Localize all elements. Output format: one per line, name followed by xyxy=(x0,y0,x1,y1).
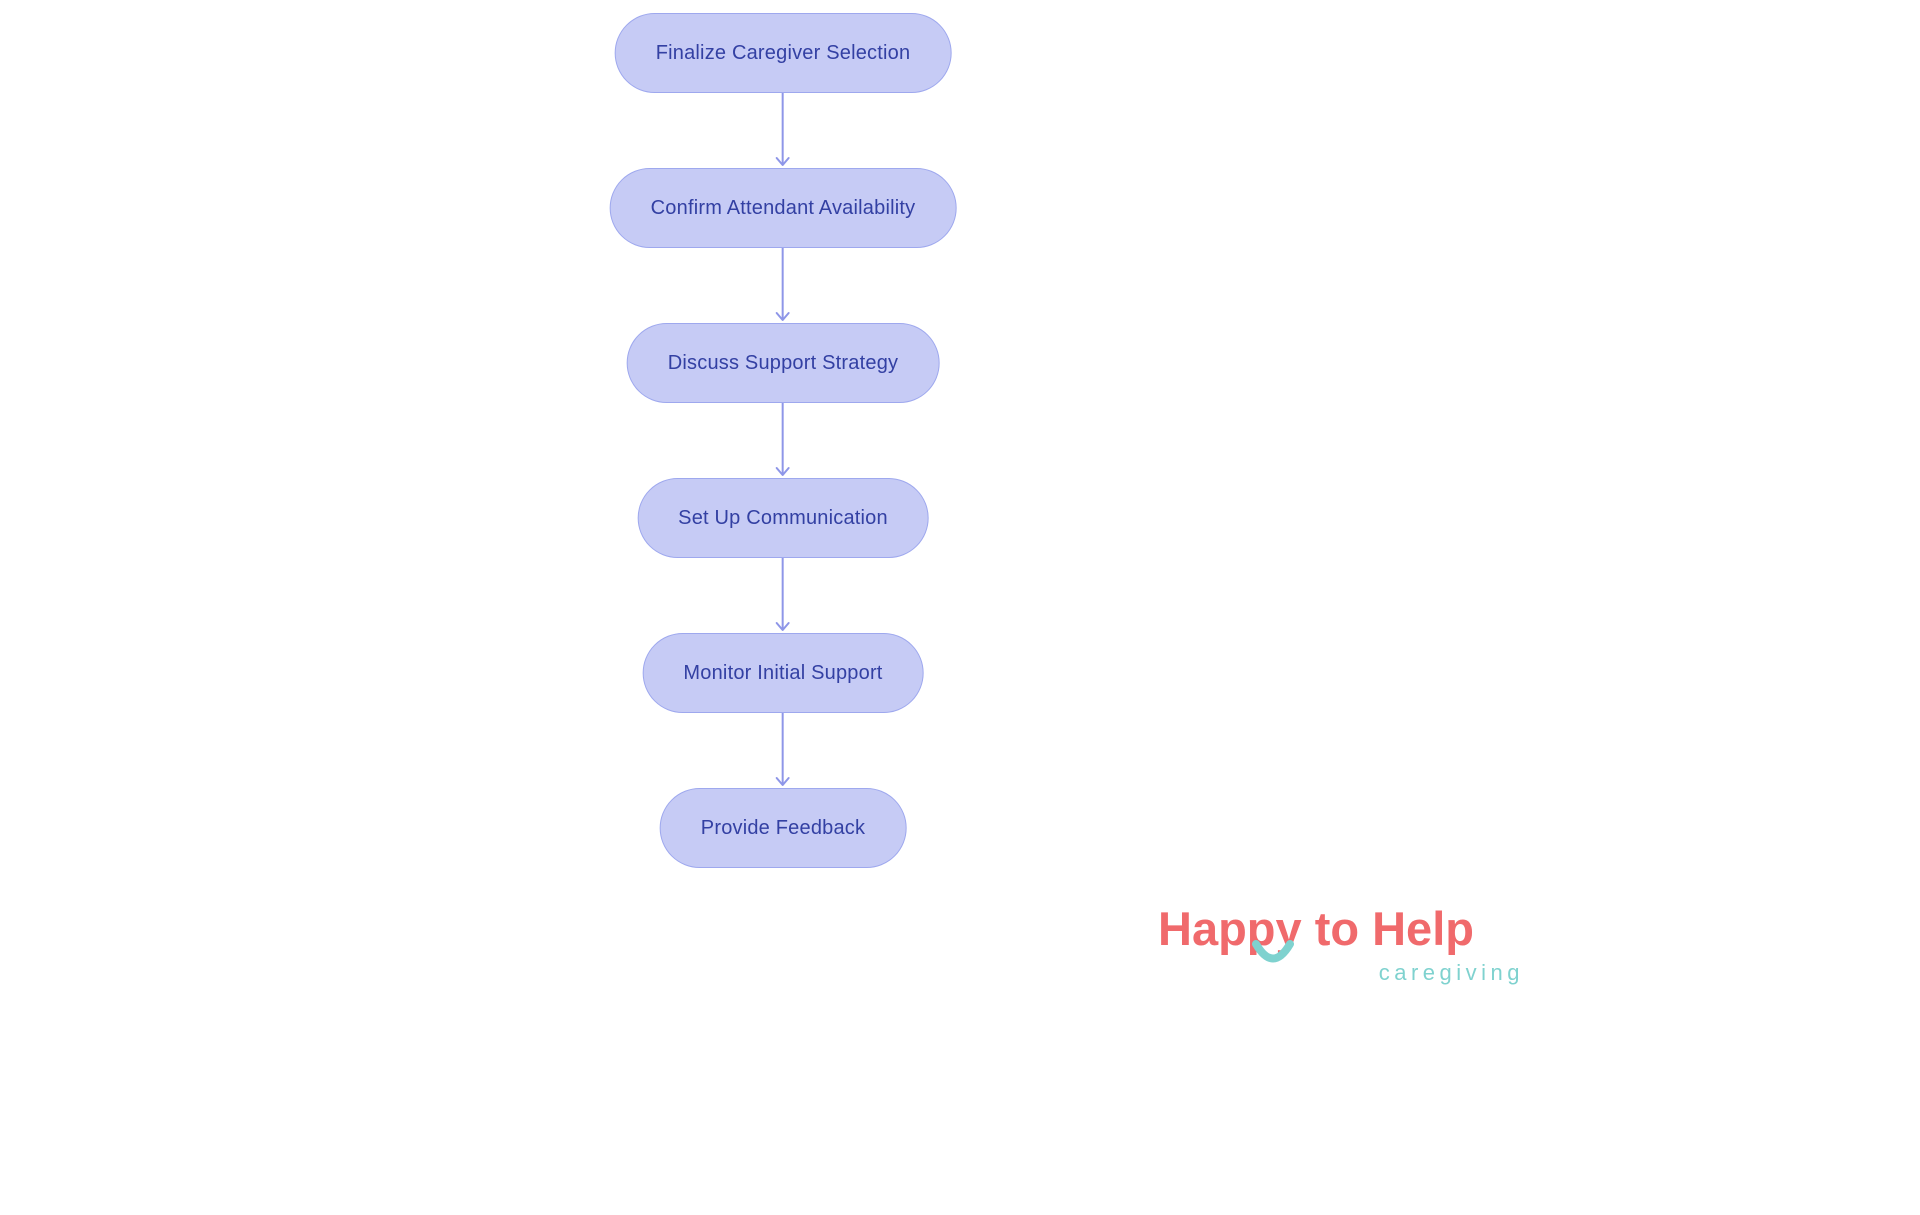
logo-tagline: caregiving xyxy=(1378,960,1524,985)
flow-node-confirm-attendant-availability: Confirm Attendant Availability xyxy=(609,168,957,248)
flow-node-label: Set Up Communication xyxy=(678,506,888,529)
flow-arrow-down xyxy=(775,248,790,321)
flow-node-finalize-caregiver-selection: Finalize Caregiver Selection xyxy=(614,13,952,93)
flow-node-monitor-initial-support: Monitor Initial Support xyxy=(642,633,924,713)
flow-node-provide-feedback: Provide Feedback xyxy=(659,788,907,868)
flow-node-set-up-communication: Set Up Communication xyxy=(637,478,929,558)
flow-arrow-down xyxy=(775,93,790,166)
smile-icon xyxy=(1252,940,1294,963)
flow-arrow-down xyxy=(775,713,790,786)
flow-arrow-down xyxy=(775,403,790,476)
logo-wordmark: Happy to Help xyxy=(1158,902,1474,955)
flow-arrow-down xyxy=(775,558,790,631)
flow-node-label: Provide Feedback xyxy=(700,816,866,839)
flow-node-label: Discuss Support Strategy xyxy=(667,351,899,374)
flowchart: Finalize Caregiver Selection Confirm Att… xyxy=(609,13,957,868)
flow-node-label: Monitor Initial Support xyxy=(683,661,883,684)
brand-logo: Happy to Help caregiving xyxy=(1158,901,1524,986)
flow-node-label: Confirm Attendant Availability xyxy=(650,196,916,219)
flow-node-label: Finalize Caregiver Selection xyxy=(655,41,911,64)
flow-node-discuss-support-strategy: Discuss Support Strategy xyxy=(626,323,940,403)
